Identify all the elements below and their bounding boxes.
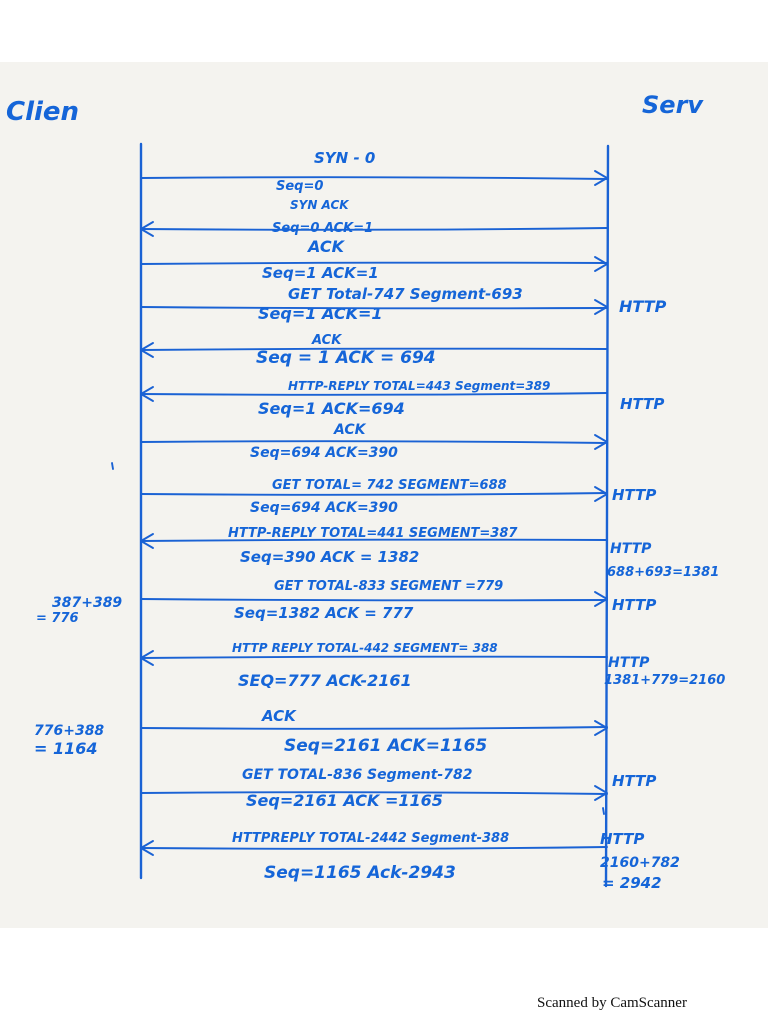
message-label: Seq=0 [276,179,323,194]
http-side-note: HTTP [610,541,652,557]
message-label: HTTPREPLY TOTAL-2442 Segment-388 [232,831,509,846]
messages-layer [140,170,608,856]
margin-calculation-note: 776+388 [34,723,104,739]
message-label: HTTP-REPLY TOTAL=443 Segment=389 [288,379,550,393]
scanner-footer: Scanned by CamScanner [537,995,687,1011]
message-arrow [140,342,608,358]
arrowhead-right-icon [594,256,608,272]
message-arrow [140,221,608,237]
message-arrow [140,386,608,402]
arrowhead-right-icon [594,299,608,315]
message-arrow [140,434,608,450]
message-line [140,440,608,444]
http-side-note: = 2942 [602,874,662,892]
message-label: Seq=2161 ACK=1165 [284,736,487,756]
arrowhead-right-icon [594,486,608,502]
arrowhead-right-icon [594,785,608,801]
margin-calculation-note: 387+389 [52,595,122,611]
message-arrow [140,720,608,736]
message-label: SEQ=777 ACK-2161 [238,671,412,690]
http-side-note: 688+693=1381 [607,565,719,580]
message-arrow [140,486,608,502]
message-line [140,347,608,351]
message-label: GET Total-747 Segment-693 [288,285,523,303]
message-label: Seq=694 ACK=390 [250,445,398,461]
message-label: Seq=1 ACK=1 [258,304,383,323]
http-side-note: HTTP [620,395,664,413]
message-arrow [140,256,608,272]
message-label: HTTP REPLY TOTAL-442 SEGMENT= 388 [232,641,498,655]
message-arrow [140,785,608,801]
message-label: Seq=1 ACK=1 [262,264,379,282]
http-side-note: HTTP [600,830,644,848]
message-line [140,492,608,496]
message-arrow [140,840,608,856]
message-label: ACK [261,707,297,725]
http-side-note: HTTP [612,772,656,790]
arrowhead-right-icon [594,720,608,736]
message-line [140,227,608,231]
arrowhead-left-icon [140,840,154,856]
pen-mark [602,807,605,815]
message-line [140,791,608,795]
message-label: Seq = 1 ACK = 694 [256,348,436,368]
message-line [140,846,608,850]
message-label: ACK [311,333,342,348]
message-label: GET TOTAL= 742 SEGMENT=688 [272,478,507,493]
message-label: Seq=0 ACK=1 [272,221,373,236]
client-label: Clien [6,97,79,127]
arrowhead-right-icon [594,591,608,607]
message-label: GET TOTAL-833 SEGMENT =779 [274,579,503,594]
message-label: Seq=1 ACK=694 [258,399,405,418]
http-side-note: HTTP [612,596,656,614]
message-label: Seq=694 ACK=390 [250,500,398,516]
message-arrow [140,650,608,666]
message-label: SYN - 0 [314,149,375,167]
message-line [140,261,608,265]
message-arrow [140,299,608,315]
http-side-note: 2160+782 [600,855,680,871]
message-arrow [140,170,608,186]
arrowhead-left-icon [140,650,154,666]
server-label: Serv [642,91,704,119]
http-side-note: HTTP [619,297,667,316]
message-label: HTTP-REPLY TOTAL=441 SEGMENT=387 [228,526,518,541]
message-line [140,306,608,310]
arrowhead-left-icon [140,533,154,549]
arrowhead-left-icon [140,221,154,237]
message-arrow [140,533,608,549]
message-label: ACK [333,422,367,438]
margin-calculation-note: = 1164 [34,739,98,758]
message-line [140,176,608,180]
message-line [140,392,608,396]
bottom-seq-label: Seq=1165 Ack-2943 [264,863,456,883]
http-side-note: HTTP [612,486,656,504]
message-label: Seq=390 ACK = 1382 [240,548,419,566]
arrowhead-left-icon [140,386,154,402]
message-line [140,655,608,659]
message-line [140,598,608,602]
message-label: SYN ACK [290,198,350,212]
http-side-note: HTTP [608,655,650,671]
server-lifeline [604,144,610,888]
message-label: ACK [306,237,346,256]
message-arrow [140,591,608,607]
margin-calculation-note: = 776 [36,611,79,626]
arrowhead-right-icon [594,434,608,450]
message-line [140,726,608,730]
message-label: Seq=2161 ACK =1165 [246,791,443,810]
message-line [140,538,608,542]
message-label: Seq=1382 ACK = 777 [234,604,414,622]
http-side-note: 1381+779=2160 [604,673,725,688]
arrowhead-right-icon [594,170,608,186]
message-label: GET TOTAL-836 Segment-782 [242,767,472,783]
pen-mark [111,462,114,470]
arrowhead-left-icon [140,342,154,358]
